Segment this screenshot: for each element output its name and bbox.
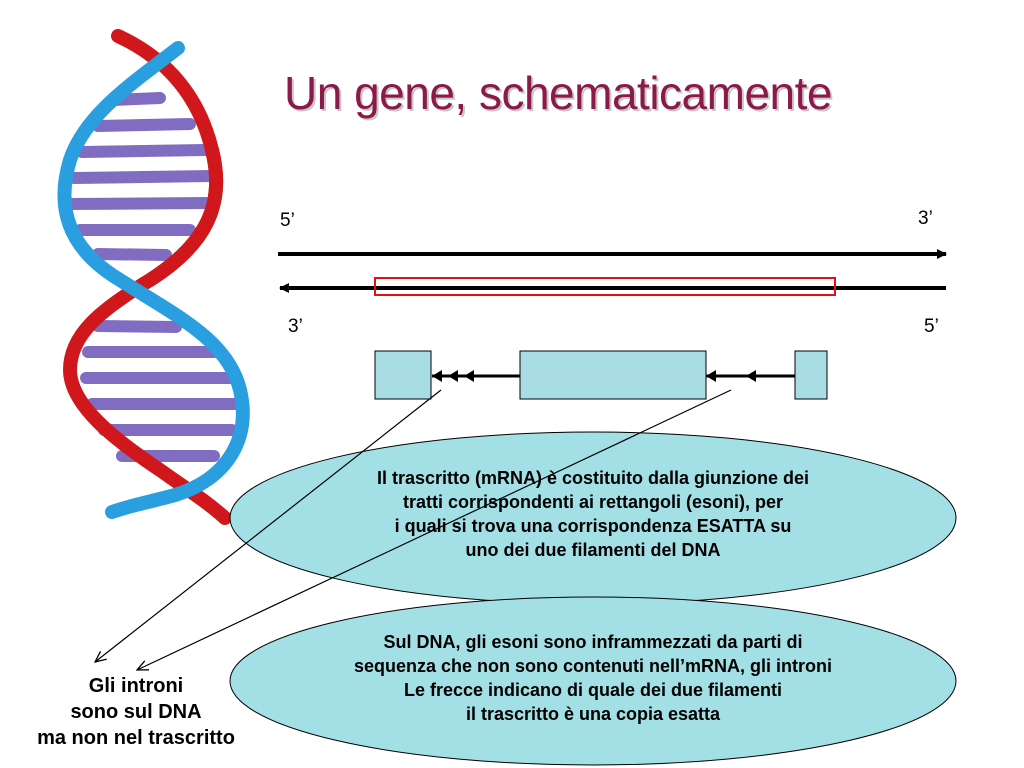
slide-title: Un gene, schematicamente <box>284 67 832 119</box>
text-line: sequenza che non sono contenuti nell’mRN… <box>353 656 833 676</box>
bottom-left-end-label: 3’ <box>288 316 303 337</box>
text-line: tratti corrispondenti ai rettangoli (eso… <box>402 492 784 512</box>
dna-helix-illustration <box>57 29 250 525</box>
dna-red-strand <box>62 29 232 525</box>
pointer-arrow-intron-1 <box>95 389 442 662</box>
ellipse-exons-introns-explanation <box>229 596 957 766</box>
top-left-end-label: 5’ <box>280 210 295 231</box>
text-line: Il trascritto (mRNA) è costituito dalla … <box>376 468 810 488</box>
pointer-arrow-intron-2 <box>137 389 732 670</box>
text-line: sono sul DNA <box>70 701 202 723</box>
exon-1 <box>374 350 432 400</box>
top-right-end-label: 3’ <box>918 208 933 229</box>
text-line: Gli introni <box>88 675 184 697</box>
dna-blue-strand <box>57 41 250 519</box>
exon-2 <box>519 350 707 400</box>
exons-introns-explanation-text: Sul DNA, gli esoni sono inframmezzati da… <box>258 630 928 726</box>
text-line: Le frecce indicano di quale dei due fila… <box>403 680 783 700</box>
text-line: i quali si trova una corrispondenza ESAT… <box>394 516 792 536</box>
exon-3 <box>794 350 828 400</box>
text-line: uno dei due filamenti del DNA <box>465 540 721 560</box>
introns-note: Gli introni sono sul DNA ma non nel tras… <box>0 673 272 751</box>
text-line: il trascritto è una copia esatta <box>465 704 721 724</box>
intron-1 <box>432 370 520 382</box>
text-line: Sul DNA, gli esoni sono inframmezzati da… <box>383 632 803 652</box>
text-line: ma non nel trascritto <box>37 727 235 749</box>
intron-2 <box>706 370 795 382</box>
transcript-explanation-text: Il trascritto (mRNA) è costituito dalla … <box>258 466 928 562</box>
gene-region-highlight <box>374 277 836 296</box>
dna-base-pairs <box>66 92 244 462</box>
bottom-right-end-label: 5’ <box>924 316 939 337</box>
